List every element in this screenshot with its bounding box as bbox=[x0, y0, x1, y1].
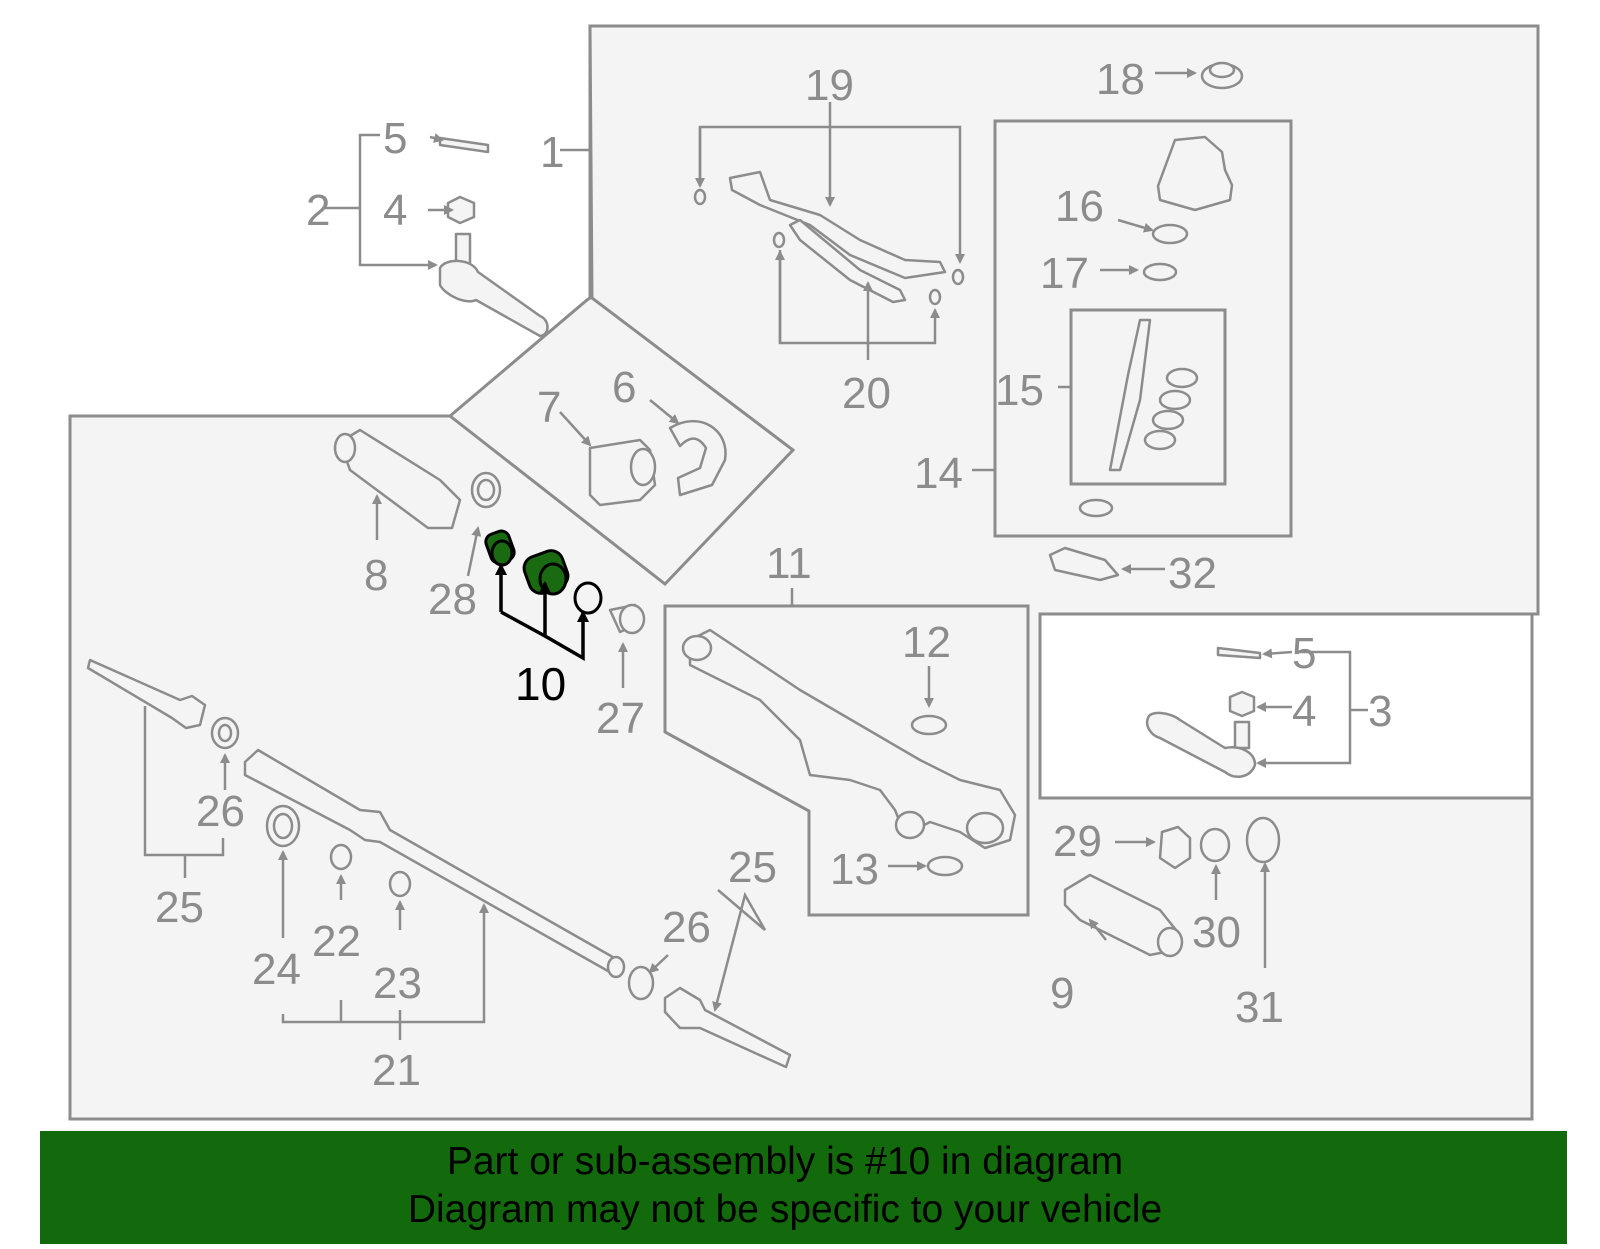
label-5-right: 5 bbox=[1292, 629, 1316, 678]
label-20: 20 bbox=[842, 369, 891, 418]
label-8: 8 bbox=[364, 551, 388, 600]
label-4-left: 4 bbox=[383, 186, 407, 235]
label-21: 21 bbox=[372, 1046, 421, 1095]
label-26-left: 26 bbox=[196, 787, 245, 836]
tie-rod-end-left-icon bbox=[438, 136, 549, 338]
rack-boot-left-icon bbox=[333, 428, 502, 530]
pressure-line-icon bbox=[693, 170, 965, 306]
label-5-left: 5 bbox=[383, 114, 407, 163]
banner-line-1: Part or sub-assembly is #10 in diagram bbox=[446, 1140, 1124, 1183]
rack-icon bbox=[243, 748, 626, 979]
inner-tie-rod-left-icon bbox=[86, 658, 240, 750]
banner-line-2: Diagram may not be specific to your vehi… bbox=[407, 1188, 1163, 1231]
label-28: 28 bbox=[428, 575, 477, 624]
label-15: 15 bbox=[995, 366, 1044, 415]
label-3: 3 bbox=[1368, 687, 1392, 736]
label-7: 7 bbox=[537, 383, 561, 432]
label-23: 23 bbox=[373, 959, 422, 1008]
label-25-left: 25 bbox=[155, 883, 204, 932]
label-1: 1 bbox=[540, 128, 564, 177]
label-25-right: 25 bbox=[728, 843, 777, 892]
label-11: 11 bbox=[766, 539, 812, 588]
info-banner: Part or sub-assembly is #10 in diagram D… bbox=[40, 1131, 1567, 1244]
label-27: 27 bbox=[596, 694, 645, 743]
seal-12-icon bbox=[910, 714, 948, 736]
label-9: 9 bbox=[1050, 969, 1074, 1018]
tie-rod-end-right-icon bbox=[1145, 646, 1262, 778]
label-2: 2 bbox=[306, 186, 330, 235]
valve-housing-icon bbox=[1048, 135, 1234, 582]
dust-cap-icon bbox=[1200, 61, 1244, 90]
label-31: 31 bbox=[1235, 983, 1284, 1032]
bushing-27-icon bbox=[608, 603, 646, 635]
label-4-right: 4 bbox=[1292, 687, 1316, 736]
label-17: 17 bbox=[1040, 249, 1089, 298]
label-30: 30 bbox=[1192, 908, 1241, 957]
label-19: 19 bbox=[805, 61, 854, 110]
label-18: 18 bbox=[1096, 55, 1145, 104]
label-13: 13 bbox=[830, 845, 879, 894]
bracket-icon bbox=[588, 419, 727, 507]
label-26-right: 26 bbox=[662, 903, 711, 952]
seal-13-icon bbox=[926, 855, 964, 877]
label-12: 12 bbox=[902, 618, 951, 667]
label-22: 22 bbox=[312, 917, 361, 966]
label-16: 16 bbox=[1055, 182, 1104, 231]
label-10: 10 bbox=[515, 658, 566, 710]
rack-seals-icon bbox=[265, 804, 412, 898]
label-24: 24 bbox=[252, 945, 301, 994]
inner-tie-rod-right-icon bbox=[627, 965, 792, 1069]
label-14: 14 bbox=[914, 449, 963, 498]
rack-housing-icon bbox=[681, 628, 1017, 850]
label-32: 32 bbox=[1168, 549, 1217, 598]
label-6: 6 bbox=[612, 363, 636, 412]
label-29: 29 bbox=[1053, 817, 1102, 866]
